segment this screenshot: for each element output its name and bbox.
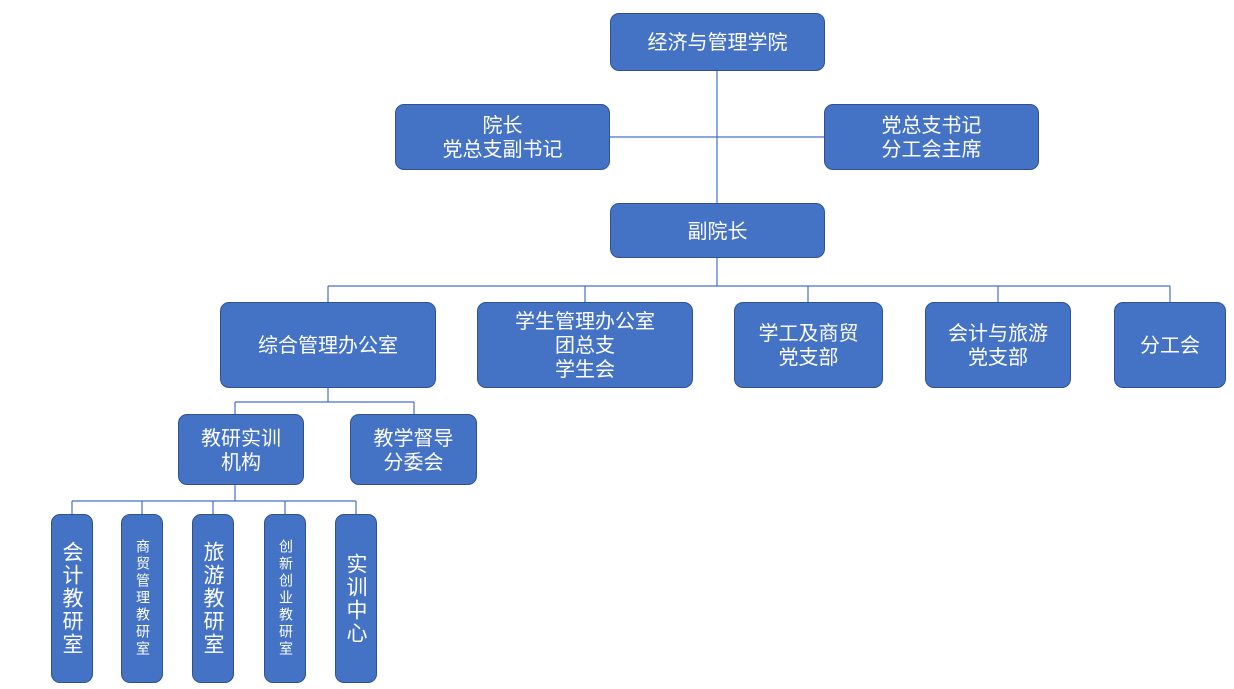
training-center-box: 实训中心 bbox=[335, 514, 377, 683]
accounting-tourism-branch-box: 会计与旅游 党支部 bbox=[925, 302, 1071, 388]
union-box: 分工会 bbox=[1114, 302, 1226, 388]
college-box: 经济与管理学院 bbox=[610, 13, 825, 71]
student-commerce-branch-box: 学工及商贸 党支部 bbox=[734, 302, 883, 388]
teaching-training-box: 教研实训 机构 bbox=[178, 414, 304, 485]
supervision-committee-box: 教学督导 分委会 bbox=[350, 414, 477, 485]
party-secretary-box: 党总支书记 分工会主席 bbox=[824, 104, 1039, 170]
dean-box: 院长 党总支副书记 bbox=[395, 104, 610, 170]
commerce-room-box: 商贸管理教研室 bbox=[121, 514, 163, 683]
vice-dean-box: 副院长 bbox=[610, 203, 825, 258]
general-office-box: 综合管理办公室 bbox=[220, 302, 436, 388]
student-office-box: 学生管理办公室 团总支 学生会 bbox=[477, 302, 693, 388]
accounting-room-box: 会计教研室 bbox=[51, 514, 93, 683]
innovation-room-box: 创新创业教研室 bbox=[264, 514, 306, 683]
tourism-room-box: 旅游教研室 bbox=[192, 514, 234, 683]
